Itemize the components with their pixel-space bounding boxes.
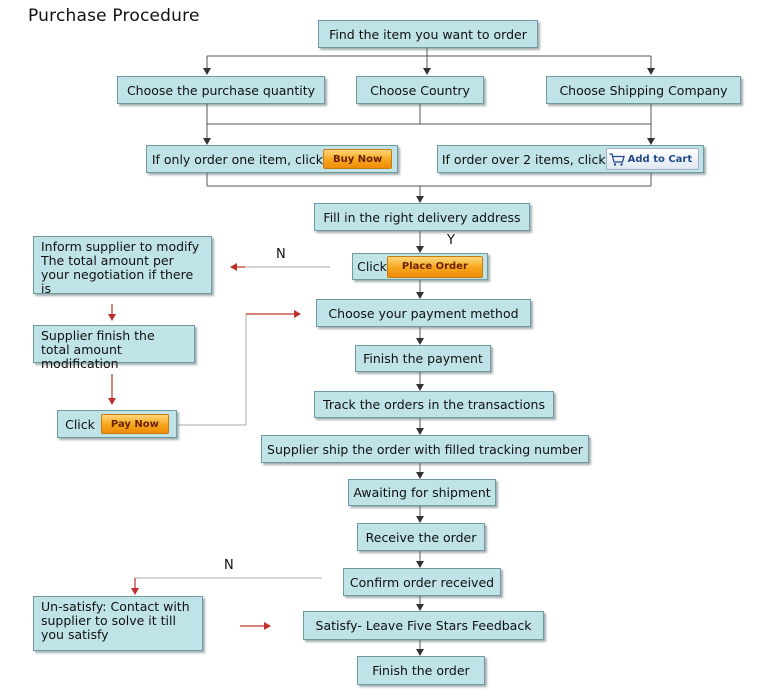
step-place-order: Click Place Order: [352, 253, 488, 280]
step-track-orders-label: Track the orders in the transactions: [323, 397, 545, 412]
step-fill-address: Fill in the right delivery address: [314, 203, 530, 231]
step-choose-quantity: Choose the purchase quantity: [117, 76, 325, 104]
page-title: Purchase Procedure: [28, 6, 200, 26]
step-awaiting-shipment: Awaiting for shipment: [348, 479, 496, 506]
side-pay-now-label: Click: [65, 416, 95, 432]
step-confirm-received: Confirm order received: [343, 568, 501, 596]
step-over-two-items: If order over 2 items, click Add to Cart: [437, 145, 704, 173]
step-choose-shipping: Choose Shipping Company: [546, 76, 741, 104]
side-inform-supplier: Inform supplier to modify The total amou…: [33, 236, 212, 296]
side-inform-supplier-label: Inform supplier to modify The total amou…: [41, 239, 200, 296]
buy-now-button[interactable]: Buy Now: [322, 149, 393, 169]
add-to-cart-button[interactable]: Add to Cart: [605, 148, 700, 170]
shopping-cart-icon: [609, 152, 625, 166]
step-one-item-label: If only order one item, click: [151, 151, 323, 167]
step-receive-order: Receive the order: [357, 523, 485, 551]
pay-now-button[interactable]: Pay Now: [100, 414, 169, 434]
step-choose-payment-label: Choose your payment method: [328, 305, 519, 321]
step-awaiting-shipment-label: Awaiting for shipment: [353, 485, 491, 500]
step-supplier-ship: Supplier ship the order with filled trac…: [261, 435, 589, 463]
step-satisfy-feedback-label: Satisfy- Leave Five Stars Feedback: [315, 618, 532, 633]
step-finish-payment-label: Finish the payment: [363, 351, 483, 366]
side-supplier-finish: Supplier finish the total amount modific…: [33, 325, 195, 371]
step-confirm-received-label: Confirm order received: [349, 574, 495, 590]
step-satisfy-feedback: Satisfy- Leave Five Stars Feedback: [303, 611, 544, 640]
step-find-item: Find the item you want to order: [318, 20, 538, 48]
step-place-order-label: Click: [357, 259, 387, 274]
step-track-orders: Track the orders in the transactions: [314, 391, 554, 418]
step-choose-country: Choose Country: [356, 76, 484, 104]
step-receive-order-label: Receive the order: [365, 529, 477, 545]
side-unsatisfy-label: Un-satisfy: Contact with supplier to sol…: [41, 599, 190, 642]
side-unsatisfy: Un-satisfy: Contact with supplier to sol…: [33, 596, 203, 651]
side-supplier-finish-label: Supplier finish the total amount modific…: [41, 328, 155, 371]
step-choose-payment: Choose your payment method: [316, 299, 531, 327]
side-pay-now: Click Pay Now: [57, 410, 177, 438]
step-choose-quantity-label: Choose the purchase quantity: [126, 82, 316, 98]
step-fill-address-label: Fill in the right delivery address: [323, 209, 521, 225]
place-order-button[interactable]: Place Order: [386, 255, 483, 278]
step-finish-order: Finish the order: [357, 656, 485, 685]
step-over-two-items-label: If order over 2 items, click: [441, 151, 606, 167]
add-to-cart-label: Add to Cart: [627, 153, 693, 165]
step-find-item-label: Find the item you want to order: [329, 26, 527, 42]
step-choose-shipping-label: Choose Shipping Company: [559, 82, 728, 98]
yes-label: Y: [447, 233, 455, 248]
no-label-bottom: N: [224, 558, 234, 573]
step-finish-order-label: Finish the order: [372, 663, 470, 678]
step-one-item: If only order one item, click Buy Now: [146, 145, 398, 173]
step-supplier-ship-label: Supplier ship the order with filled trac…: [267, 441, 583, 457]
no-label-top: N: [276, 247, 286, 262]
step-choose-country-label: Choose Country: [370, 82, 470, 98]
step-finish-payment: Finish the payment: [355, 345, 491, 372]
